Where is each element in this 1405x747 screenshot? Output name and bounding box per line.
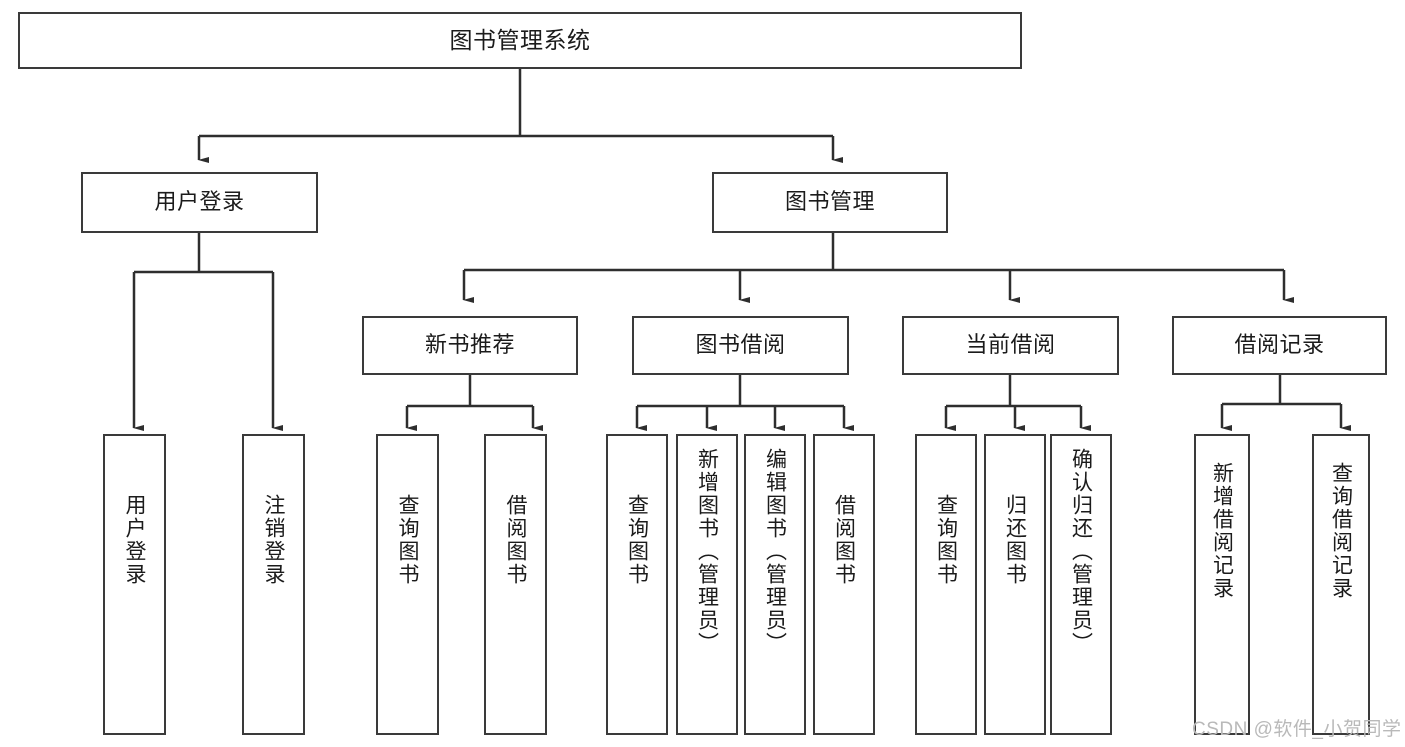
node-user-login[interactable]: 用户登录 — [81, 172, 318, 233]
node-label: 用户登录 — [154, 189, 245, 215]
leaf-confirm-return-admin[interactable]: 确认归还（管理员） — [1050, 434, 1112, 735]
leaf-borrow-book[interactable]: 借阅图书 — [813, 434, 875, 735]
node-label: 用户登录 — [123, 494, 146, 586]
leaf-query-book-borrow[interactable]: 查询图书 — [606, 434, 668, 735]
node-label: 当前借阅 — [965, 332, 1056, 358]
node-label: 借阅记录 — [1234, 332, 1325, 358]
node-label: 图书管理系统 — [449, 26, 591, 53]
watermark-text: CSDN @软件_小贺同学 — [1192, 719, 1402, 740]
node-borrow-record[interactable]: 借阅记录 — [1172, 316, 1387, 375]
node-label: 图书借阅 — [695, 332, 786, 358]
leaf-query-book-new[interactable]: 查询图书 — [376, 434, 439, 735]
leaf-borrow-book-new[interactable]: 借阅图书 — [484, 434, 547, 735]
leaf-edit-book-admin[interactable]: 编辑图书（管理员） — [744, 434, 806, 735]
node-label: 查询图书 — [396, 494, 419, 586]
leaf-return-book[interactable]: 归还图书 — [984, 434, 1046, 735]
node-label: 注销登录 — [262, 494, 285, 586]
node-label: 新增借阅记录 — [1210, 462, 1234, 600]
node-book-management[interactable]: 图书管理 — [712, 172, 948, 233]
leaf-query-book-current[interactable]: 查询图书 — [915, 434, 977, 735]
leaf-add-borrow-record[interactable]: 新增借阅记录 — [1194, 434, 1250, 735]
node-label: 查询图书 — [625, 494, 649, 586]
leaf-logout[interactable]: 注销登录 — [242, 434, 305, 735]
node-label: 新增图书（管理员） — [695, 448, 719, 655]
leaf-user-login[interactable]: 用户登录 — [103, 434, 166, 735]
node-label: 新书推荐 — [424, 332, 515, 358]
node-label: 图书管理 — [784, 189, 875, 215]
node-label: 编辑图书（管理员） — [763, 448, 787, 655]
node-label: 借阅图书 — [504, 494, 527, 586]
node-book-borrow[interactable]: 图书借阅 — [632, 316, 849, 375]
node-label: 归还图书 — [1003, 494, 1027, 586]
leaf-add-book-admin[interactable]: 新增图书（管理员） — [676, 434, 738, 735]
node-book-management-system[interactable]: 图书管理系统 — [18, 12, 1022, 69]
node-label: 查询图书 — [934, 494, 958, 586]
leaf-query-borrow-record[interactable]: 查询借阅记录 — [1312, 434, 1370, 735]
node-current-borrow[interactable]: 当前借阅 — [902, 316, 1119, 375]
node-new-book-recommend[interactable]: 新书推荐 — [362, 316, 578, 375]
node-label: 查询借阅记录 — [1329, 462, 1353, 600]
node-label: 借阅图书 — [832, 494, 856, 586]
node-label: 确认归还（管理员） — [1069, 448, 1093, 655]
